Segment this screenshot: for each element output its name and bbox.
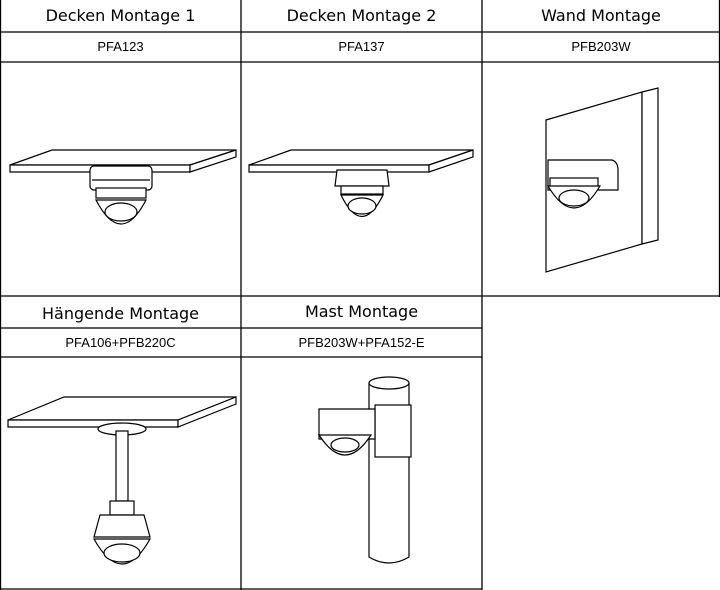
mount-code: PFA123 — [97, 39, 144, 54]
mount-title: Wand Montage — [541, 6, 661, 25]
mount-code: PFB203W — [571, 39, 631, 54]
mount-title: Decken Montage 2 — [286, 6, 437, 25]
mount-code: PFA137 — [338, 39, 385, 54]
pole-mount-illustration — [317, 376, 412, 564]
mount-cell-wall: Wand Montage PFB203W — [482, 0, 720, 296]
ceiling-mount-illustration — [9, 149, 237, 225]
mount-title: Decken Montage 1 — [45, 6, 196, 25]
mount-cell-pole: Mast Montage PFB203W+PFA152-E — [241, 296, 482, 590]
mount-title: Hängende Montage — [41, 304, 199, 323]
mount-cell-ceiling-2: Decken Montage 2 PFA137 — [241, 0, 482, 296]
mount-title: Mast Montage — [304, 302, 419, 321]
mount-code: PFA106+PFB220C — [65, 335, 176, 350]
mount-cell-ceiling-1: Decken Montage 1 PFA123 — [0, 0, 241, 296]
mount-code: PFB203W+PFA152-E — [298, 335, 425, 350]
pendant-mount-illustration — [7, 396, 237, 565]
mount-cell-pendant: Hängende Montage PFA106+PFB220C — [0, 296, 241, 590]
ceiling-mount-illustration — [248, 149, 474, 217]
wall-mount-illustration — [545, 87, 659, 273]
